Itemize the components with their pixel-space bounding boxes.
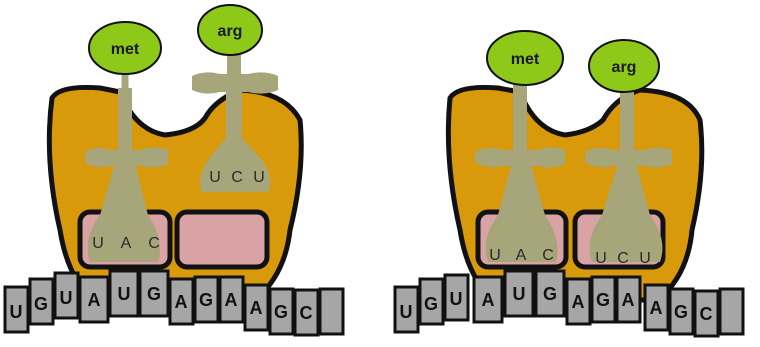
mrna-base: A	[243, 283, 270, 332]
amino-label: arg	[612, 59, 637, 76]
mrna-base: A	[78, 275, 110, 324]
mrna-base-letter: A	[482, 290, 495, 310]
mrna-base: G	[668, 287, 695, 336]
mrna-base-letter: A	[88, 290, 101, 310]
mrna-base-letter: C	[300, 303, 313, 323]
anticodon-base: U	[639, 250, 651, 267]
anticodon-base: C	[148, 235, 160, 252]
mrna-base-letter: G	[34, 294, 48, 314]
anticodon-base: U	[489, 247, 501, 264]
mrna-base-letter: U	[400, 302, 413, 322]
amino-acid-arg-right: arg	[588, 39, 660, 93]
mrna-base-letter: U	[10, 302, 23, 322]
mrna-base: C	[293, 288, 320, 337]
amino-acid-met-left: met	[88, 21, 162, 75]
mrna-base: U	[503, 269, 535, 318]
mrna-base-letter: C	[700, 304, 713, 324]
mrna-base-letter: G	[199, 290, 213, 310]
mrna-base-letter: A	[175, 292, 188, 312]
trna-arg-right	[585, 82, 672, 262]
mrna-base: G	[268, 287, 295, 336]
mrna-base: G	[28, 277, 55, 326]
mrna-base: A	[565, 277, 592, 326]
mrna-base: U	[3, 285, 30, 334]
anticodon-arg-left: U C U	[209, 169, 265, 186]
mrna-base: U	[108, 269, 140, 318]
anticodon-base: C	[542, 247, 554, 264]
mrna-strand-right: U G U A U G A G A A G C	[393, 269, 745, 338]
anticodon-base: U	[253, 169, 265, 186]
amino-acid-met-right: met	[486, 30, 564, 86]
anticodon-base: U	[209, 169, 221, 186]
anticodon-base: C	[617, 250, 629, 267]
mrna-base: A	[615, 275, 642, 324]
mrna-base-letter: A	[250, 298, 263, 318]
anticodon-base: A	[121, 235, 132, 252]
mrna-base: G	[138, 269, 170, 318]
trna-met-left	[85, 88, 168, 262]
mrna-base: G	[418, 277, 445, 326]
mrna-base	[318, 287, 345, 336]
mrna-base-letter: A	[572, 292, 585, 312]
mrna-base: A	[643, 283, 670, 332]
mrna-base: A	[472, 275, 504, 324]
anticodon-met-right: U A C	[489, 247, 554, 264]
amino-label: met	[111, 41, 140, 58]
mrna-base: G	[534, 269, 566, 318]
mrna-base-letter: A	[225, 290, 238, 310]
mrna-base-letter: G	[596, 290, 610, 310]
mrna-base: C	[693, 289, 720, 338]
mrna-base-letter: A	[622, 290, 635, 310]
mrna-base: A	[168, 277, 195, 326]
mrna-base-letter: G	[674, 302, 688, 322]
mrna-base: U	[53, 271, 80, 320]
anticodon-base: U	[92, 235, 104, 252]
panel-right: met arg U A C U C U U G U A U G A G A A	[393, 30, 745, 338]
amino-acid-arg-left: arg	[197, 4, 263, 56]
mrna-base-letter: U	[118, 284, 131, 304]
anticodon-base: A	[516, 247, 527, 264]
mrna-base: U	[443, 273, 470, 322]
mrna-base: G	[193, 275, 220, 324]
trna-met-right	[475, 85, 565, 262]
trna-arg-left	[192, 48, 278, 192]
mrna-base: A	[218, 275, 245, 324]
amino-label: met	[511, 51, 540, 68]
mrna-base-letter: G	[274, 302, 288, 322]
anticodon-base: U	[595, 250, 607, 267]
mrna-base	[718, 287, 745, 336]
mrna-strand-left: U G U A U G A G A A G C	[3, 269, 345, 337]
anticodon-arg-right: U C U	[595, 250, 651, 267]
mrna-base-letter: U	[450, 289, 463, 309]
panel-left: met arg U A C U C U U G U A U G A G A A	[3, 4, 345, 337]
mrna-base-letter: G	[543, 284, 557, 304]
mrna-base-letter: G	[424, 294, 438, 314]
mrna-base: G	[590, 275, 617, 324]
mrna-base-letter: G	[147, 284, 161, 304]
mrna-base-letter: U	[60, 288, 73, 308]
mrna-base-letter: U	[513, 284, 526, 304]
mrna-base-letter: A	[650, 298, 663, 318]
anticodon-base: C	[231, 169, 243, 186]
mrna-base: U	[393, 285, 420, 334]
amino-label: arg	[218, 23, 243, 40]
ribosome-site-a-left	[174, 209, 270, 270]
anticodon-met-left: U A C	[92, 235, 160, 252]
